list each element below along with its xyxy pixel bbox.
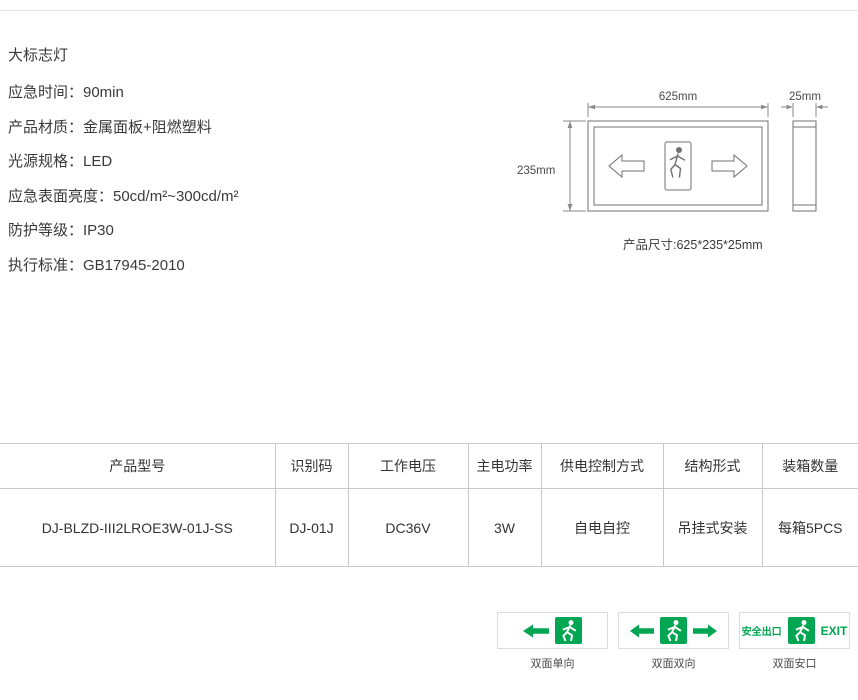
sign-box-exit-text: 安全出口 EXIT [739, 612, 850, 649]
product-title: 大标志灯 [8, 47, 69, 64]
spec-line-emergency-time: 应急时间：90min [8, 84, 124, 101]
arrow-right-icon [693, 624, 717, 637]
product-spec-table: 产品型号 识别码 工作电压 主电功率 供电控制方式 结构形式 装箱数量 DJ-B… [0, 443, 858, 567]
dimension-height [563, 120, 586, 212]
running-man-icon [660, 617, 687, 644]
header-working-voltage: 工作电压 [347, 443, 469, 489]
header-packing-qty: 装箱数量 [761, 443, 858, 489]
cell-packing-qty: 每箱5PCS [761, 488, 858, 567]
cell-id-code: DJ-01J [274, 488, 349, 567]
dim-arrow [761, 104, 768, 110]
header-main-power: 主电功率 [467, 443, 542, 489]
cell-power-control: 自电自控 [540, 488, 664, 567]
spec-line-material: 产品材质：金属面板+阻燃塑料 [8, 118, 212, 136]
dimension-drawing-svg: 625mm 25mm 235mm [517, 91, 828, 212]
sign-side-view [792, 120, 817, 212]
width-dimension-label: 625mm [659, 91, 697, 103]
cell-main-power: 3W [467, 488, 542, 567]
dim-arrow [567, 204, 573, 211]
exit-text: EXIT [820, 623, 848, 638]
spec-line-standard: 执行标准：GB17945-2010 [8, 256, 185, 274]
sign-variant-single: 双面单向 [497, 612, 608, 671]
cell-structure: 吊挂式安装 [662, 488, 763, 567]
running-man-icon [555, 617, 582, 644]
dimension-width [587, 103, 769, 117]
sign-variant-double: 双面双向 [618, 612, 729, 671]
table-row: DJ-BLZD-III2LROE3W-01J-SS DJ-01J DC36V 3… [0, 488, 858, 567]
top-divider [0, 10, 858, 11]
sign-front-view [587, 120, 769, 212]
sign-variants: 双面单向 双面双向 安全出口 EXIT [497, 612, 850, 671]
cell-working-voltage: DC36V [347, 488, 469, 567]
dim-arrow [816, 104, 823, 110]
spec-line-protection: 防护等级：IP30 [8, 222, 114, 240]
depth-dimension-label: 25mm [789, 91, 821, 103]
dim-arrow [567, 121, 573, 128]
height-dimension-label: 235mm [517, 165, 555, 177]
doorway-outline [664, 141, 692, 191]
spec-line-light-source: 光源规格：LED [8, 153, 113, 171]
spec-line-brightness: 应急表面亮度：50cd/m²~300cd/m² [8, 187, 239, 205]
running-man-icon [787, 617, 815, 644]
drawing-caption: 产品尺寸:625*235*25mm [623, 238, 763, 252]
header-structure: 结构形式 [662, 443, 763, 489]
running-man-outline [669, 147, 686, 178]
header-model: 产品型号 [0, 443, 276, 489]
table-header-row: 产品型号 识别码 工作电压 主电功率 供电控制方式 结构形式 装箱数量 [0, 443, 858, 489]
sign-variant-label: 双面单向 [530, 658, 575, 670]
sign-variant-label: 双面双向 [651, 658, 696, 670]
sign-box-double [618, 612, 729, 649]
arrow-right-outline [711, 153, 748, 179]
sign-box-single [497, 612, 608, 649]
sign-variant-exit-text: 安全出口 EXIT 双面安口 [739, 612, 850, 671]
arrow-left-outline [608, 153, 645, 179]
dim-arrow [786, 104, 793, 110]
product-spec-list: 大标志灯 应急时间：90min 产品材质：金属面板+阻燃塑料 光源规格：LED … [8, 46, 238, 284]
dimension-drawing: 625mm 25mm 235mm [515, 88, 858, 260]
header-power-control: 供电控制方式 [540, 443, 664, 489]
dimension-depth [781, 103, 828, 117]
safety-exit-text: 安全出口 [741, 627, 782, 638]
sign-variant-label: 双面安口 [772, 658, 817, 670]
header-id-code: 识别码 [274, 443, 349, 489]
dim-arrow [588, 104, 595, 110]
arrow-left-icon [630, 624, 654, 637]
cell-model: DJ-BLZD-III2LROE3W-01J-SS [0, 488, 276, 567]
arrow-left-icon [523, 624, 549, 637]
